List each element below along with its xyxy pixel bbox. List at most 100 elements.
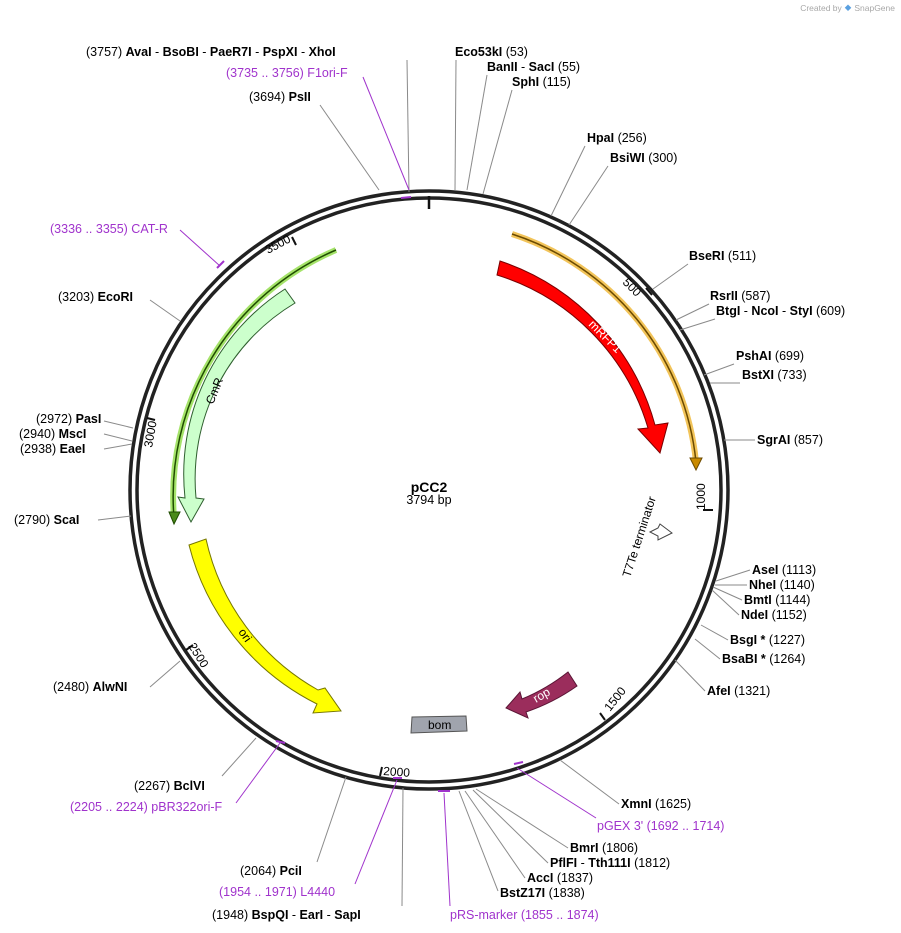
- site-label-bstxi[interactable]: BstXI (733): [742, 368, 807, 382]
- site-leader-line: [475, 788, 569, 849]
- site-label-xmni[interactable]: XmnI (1625): [621, 797, 691, 811]
- site-label-ecori[interactable]: (3203) EcoRI: [58, 290, 133, 304]
- site-leader-line: [458, 790, 499, 892]
- site-leader-line: [559, 759, 620, 805]
- site-label-pflfi[interactable]: PflFI - Tth111I (1812): [550, 856, 670, 870]
- snapgene-logo-icon: ◆: [844, 2, 852, 12]
- tick-3000: [146, 417, 156, 421]
- plasmid-name: pCC2: [411, 479, 448, 495]
- site-leader-line: [550, 145, 586, 217]
- site-label-scai[interactable]: (2790) ScaI: [14, 513, 79, 527]
- site-label-bseri[interactable]: BseRI (511): [689, 249, 756, 263]
- feature-label-ori: ori: [236, 626, 255, 645]
- primer-leader-line: [516, 767, 597, 819]
- site-leader-line: [715, 569, 751, 582]
- feature-mrfp1[interactable]: [496, 260, 669, 455]
- site-label-banii[interactable]: BanII - SacI (55): [487, 60, 580, 74]
- site-leader-line: [103, 433, 133, 442]
- feature-label-mrfp1: mRFP1: [586, 317, 625, 356]
- site-leader-line: [401, 787, 404, 907]
- site-label-ndei[interactable]: NdeI (1152): [741, 608, 807, 622]
- feature-label-t7te: T7Te terminator: [620, 495, 659, 579]
- orf-arc-mrfp1: [511, 231, 699, 463]
- site-label-bsabi-[interactable]: BsaBI * (1264): [722, 652, 805, 666]
- site-label-pshai[interactable]: PshAI (699): [736, 349, 804, 363]
- site-label-sgrai[interactable]: SgrAI (857): [757, 433, 823, 447]
- primer-label-cat-r[interactable]: (3336 .. 3355) CAT-R: [50, 222, 168, 236]
- site-label-bstz17i[interactable]: BstZ17I (1838): [500, 886, 585, 900]
- site-leader-line: [103, 443, 133, 450]
- site-leader-line: [694, 638, 721, 660]
- site-leader-line: [703, 363, 735, 376]
- tick-label-1500: 1500: [601, 684, 629, 714]
- site-leader-line: [568, 165, 609, 226]
- primer-leader-line: [443, 792, 451, 907]
- site-label-msci[interactable]: (2940) MscI: [19, 427, 86, 441]
- site-leader-line: [674, 659, 706, 692]
- tick-2500: [185, 644, 194, 651]
- plasmid-backbone: [128, 189, 730, 791]
- site-label-alwni[interactable]: (2480) AlwNI: [53, 680, 127, 694]
- site-label-pcii[interactable]: (2064) PciI: [240, 864, 302, 878]
- site-label-rsrii[interactable]: RsrII (587): [710, 289, 770, 303]
- site-label-eaei[interactable]: (2938) EaeI: [20, 442, 85, 456]
- site-leader-line: [482, 89, 513, 195]
- site-label-sphi[interactable]: SphI (115): [512, 75, 571, 89]
- credit-brand: SnapGene: [854, 2, 895, 13]
- site-label-pasi[interactable]: (2972) PasI: [36, 412, 101, 426]
- site-leader-line: [97, 515, 132, 521]
- plasmid-size: 3794 bp: [406, 493, 451, 507]
- primer-leader-line: [354, 779, 398, 885]
- site-label-afei[interactable]: AfeI (1321): [707, 684, 770, 698]
- site-label-bclvi[interactable]: (2267) BclVI: [134, 779, 205, 793]
- primer-label-pbr322ori-f[interactable]: (2205 .. 2224) pBR322ori-F: [70, 800, 223, 814]
- primer-label-f1ori-f[interactable]: (3735 .. 3756) F1ori-F: [226, 66, 348, 80]
- site-leader-line: [711, 589, 740, 616]
- site-leader-line: [454, 59, 457, 191]
- primer-marks: [216, 196, 524, 792]
- site-label-btgi[interactable]: BtgI - NcoI - StyI (609): [716, 304, 845, 318]
- site-leader-line: [103, 420, 134, 429]
- feature-label-bom: bom: [428, 718, 451, 732]
- feature-ori[interactable]: [188, 538, 342, 714]
- site-leader-line: [466, 74, 488, 191]
- tick-label-1000: 1000: [694, 483, 708, 510]
- feature-cmr[interactable]: [177, 288, 296, 524]
- site-label-asei[interactable]: AseI (1113): [752, 563, 816, 577]
- tick-1500: [599, 712, 606, 721]
- site-leader-line: [652, 263, 689, 290]
- site-leader-line: [149, 299, 181, 322]
- site-label-eco53ki[interactable]: Eco53kI (53): [455, 45, 528, 59]
- primer-leader-line: [362, 76, 410, 191]
- site-label-hpai[interactable]: HpaI (256): [587, 131, 647, 145]
- tick-3500: [291, 236, 297, 246]
- site-label-nhei[interactable]: NheI (1140): [749, 578, 815, 592]
- site-label-bmri[interactable]: BmrI (1806): [570, 841, 638, 855]
- primer-label-l4440[interactable]: (1954 .. 1971) L4440: [219, 885, 335, 899]
- primer-leader-line: [235, 742, 281, 804]
- feature-bom[interactable]: [410, 715, 468, 734]
- site-leader-line: [675, 303, 710, 321]
- site-leader-line: [149, 660, 181, 688]
- primer-arcs: [168, 231, 703, 526]
- site-label-acci[interactable]: AccI (1837): [527, 871, 593, 885]
- site-label-bspqi[interactable]: (1948) BspQI - EarI - SapI: [212, 908, 361, 922]
- primer-label-pgex-3-[interactable]: pGEX 3' (1692 .. 1714): [597, 819, 724, 833]
- site-label-avai[interactable]: (3757) AvaI - BsoBI - PaeR7I - PspXI - X…: [86, 45, 336, 59]
- feature-t7te-terminator[interactable]: [648, 523, 673, 541]
- site-label-psii[interactable]: (3694) PsII: [249, 90, 311, 104]
- site-leader-line: [319, 104, 380, 191]
- site-leader-line: [679, 318, 716, 331]
- tick-2000: [379, 766, 383, 777]
- site-label-bmti[interactable]: BmtI (1144): [744, 593, 810, 607]
- tick-label-3000: 3000: [141, 419, 159, 448]
- site-leader-line: [316, 776, 347, 863]
- site-leader-line: [221, 737, 257, 777]
- site-label-bsiwi[interactable]: BsiWI (300): [610, 151, 677, 165]
- site-leader-line: [712, 586, 743, 601]
- site-label-bsgi-[interactable]: BsgI * (1227): [730, 633, 805, 647]
- site-leader-line: [464, 790, 526, 879]
- feature-rop[interactable]: [505, 671, 578, 719]
- credit-prefix: Created by: [800, 2, 842, 13]
- primer-label-prs-marker[interactable]: pRS-marker (1855 .. 1874): [450, 908, 599, 922]
